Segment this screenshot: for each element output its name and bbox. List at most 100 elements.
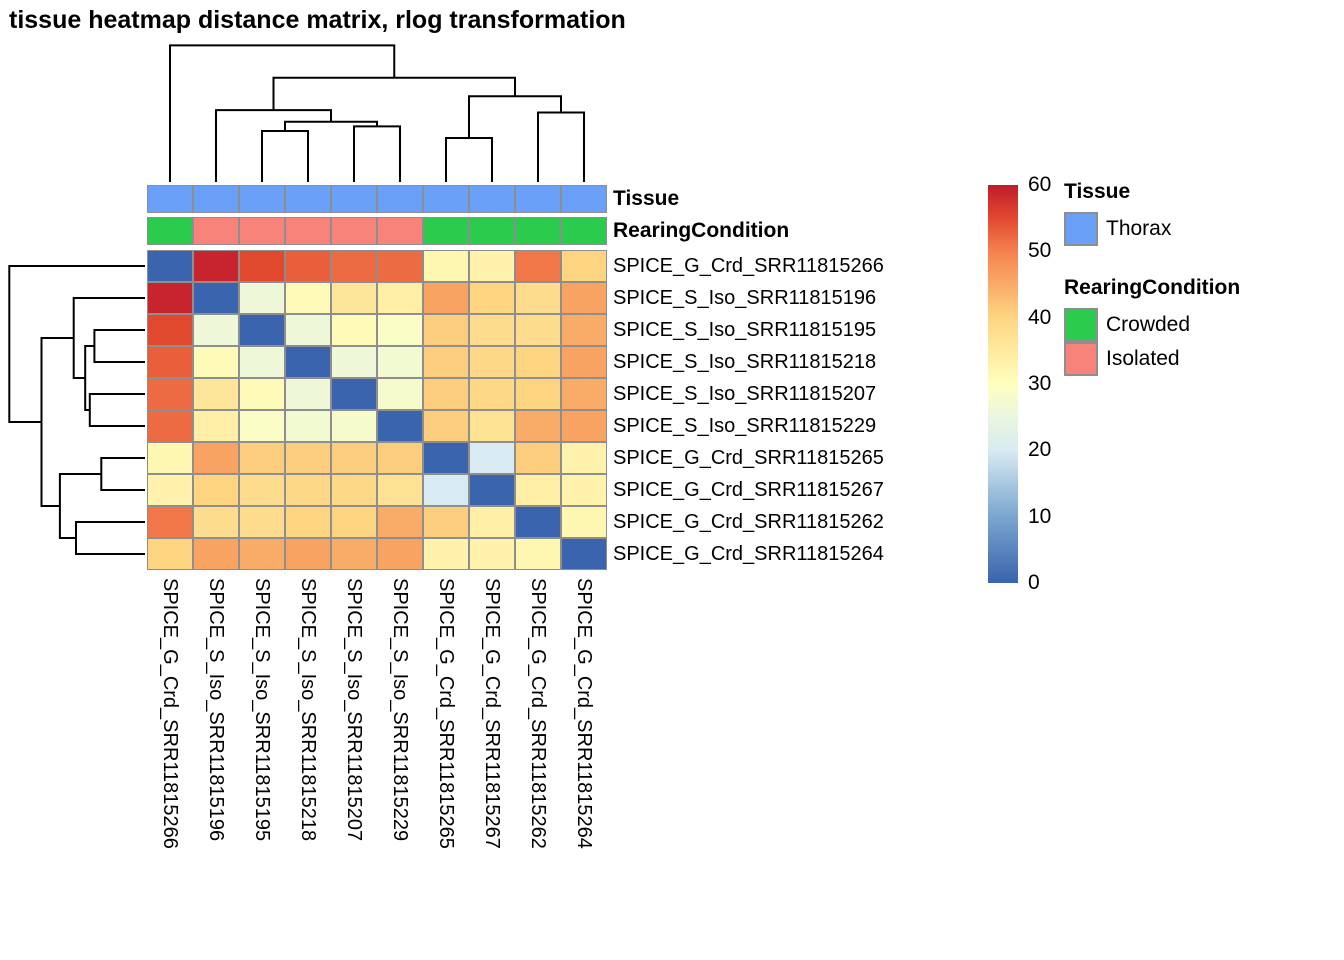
color-scale-tick-label: 50 <box>1028 239 1052 263</box>
heatmap-cell <box>239 282 285 314</box>
heatmap-cell <box>239 378 285 410</box>
heatmap-cell <box>515 314 561 346</box>
heatmap-cell <box>377 442 423 474</box>
heatmap-cell <box>193 410 239 442</box>
heatmap-cell <box>561 442 607 474</box>
heatmap-cell <box>147 250 193 282</box>
column-label: SPICE_S_Iso_SRR11815218 <box>297 578 319 842</box>
heatmap-cell <box>331 282 377 314</box>
heatmap-cell <box>285 410 331 442</box>
heatmap-cell <box>147 314 193 346</box>
heatmap-cell <box>423 474 469 506</box>
heatmap-cell <box>469 474 515 506</box>
row-label: SPICE_S_Iso_SRR11815196 <box>613 287 877 309</box>
color-scale-tick-label: 0 <box>1028 571 1040 594</box>
color-scale-bar <box>988 185 1018 583</box>
heatmap-cell <box>515 442 561 474</box>
heatmap-cell <box>239 410 285 442</box>
column-label: SPICE_G_Crd_SRR11815266 <box>159 578 181 849</box>
heatmap-cell <box>561 410 607 442</box>
heatmap-cell <box>239 314 285 346</box>
heatmap-cell <box>561 282 607 314</box>
heatmap-cell <box>423 346 469 378</box>
column-dendrogram <box>169 44 585 182</box>
heatmap-cell <box>147 506 193 538</box>
color-scale-tick-label: 20 <box>1028 438 1052 462</box>
heatmap-cell <box>469 410 515 442</box>
heatmap-cell <box>469 250 515 282</box>
legend-rearing-condition-title: RearingCondition <box>1064 276 1241 299</box>
row-label: SPICE_G_Crd_SRR11815265 <box>613 447 884 469</box>
rearing-annotation-cell <box>423 217 469 245</box>
heatmap-cell <box>469 378 515 410</box>
heatmap-cell <box>423 442 469 474</box>
heatmap-cell <box>147 442 193 474</box>
heatmap-cell <box>285 314 331 346</box>
legend-rearing-swatch <box>1064 342 1098 376</box>
heatmap-cell <box>423 378 469 410</box>
annotation-row-label: Tissue <box>613 187 680 210</box>
heatmap-cell <box>423 538 469 570</box>
heatmap-cell <box>423 506 469 538</box>
heatmap-cell <box>285 346 331 378</box>
heatmap-cell <box>285 250 331 282</box>
heatmap-cell <box>515 410 561 442</box>
heatmap-cell <box>515 538 561 570</box>
color-scale-tick-label: 60 <box>1028 173 1052 196</box>
heatmap-cell <box>561 314 607 346</box>
heatmap-cell <box>377 474 423 506</box>
heatmap-cell <box>193 474 239 506</box>
rearing-annotation-cell <box>331 217 377 245</box>
heatmap-cell <box>377 314 423 346</box>
heatmap-cell <box>147 378 193 410</box>
rearing-annotation-cell <box>193 217 239 245</box>
heatmap-cell <box>239 538 285 570</box>
heatmap-cell <box>331 506 377 538</box>
rearing-annotation-cell <box>515 217 561 245</box>
heatmap-cell <box>147 474 193 506</box>
heatmap-cell <box>331 442 377 474</box>
heatmap-cell <box>239 346 285 378</box>
heatmap-cell <box>331 314 377 346</box>
tissue-annotation-cell <box>285 185 331 213</box>
column-label: SPICE_S_Iso_SRR11815195 <box>251 578 273 842</box>
heatmap-cell <box>515 474 561 506</box>
heatmap-cell <box>561 346 607 378</box>
column-label: SPICE_S_Iso_SRR11815207 <box>343 578 365 842</box>
heatmap-cell <box>193 314 239 346</box>
tissue-annotation-cell <box>147 185 193 213</box>
heatmap-cell <box>285 442 331 474</box>
color-scale-tick-label: 30 <box>1028 372 1052 395</box>
row-label: SPICE_G_Crd_SRR11815266 <box>613 255 884 277</box>
color-scale-tick-label: 40 <box>1028 305 1052 329</box>
heatmap-cell <box>193 442 239 474</box>
row-label: SPICE_S_Iso_SRR11815218 <box>613 351 877 373</box>
heatmap-cell <box>515 378 561 410</box>
heatmap-cell <box>147 410 193 442</box>
heatmap-cell <box>515 346 561 378</box>
heatmap-cell <box>331 378 377 410</box>
tissue-annotation-cell <box>423 185 469 213</box>
legend-rearing-swatch <box>1064 308 1098 342</box>
chart-title: tissue heatmap distance matrix, rlog tra… <box>9 6 626 34</box>
rearing-annotation-cell <box>147 217 193 245</box>
heatmap-cell <box>561 506 607 538</box>
row-label: SPICE_G_Crd_SRR11815267 <box>613 479 884 501</box>
heatmap-cell <box>423 410 469 442</box>
heatmap-cell <box>193 378 239 410</box>
rearing-annotation-cell <box>285 217 331 245</box>
column-label: SPICE_G_Crd_SRR11815264 <box>573 578 595 849</box>
column-label: SPICE_G_Crd_SRR11815262 <box>527 578 549 849</box>
heatmap-cell <box>423 314 469 346</box>
column-label: SPICE_S_Iso_SRR11815229 <box>389 578 411 842</box>
heatmap-cell <box>331 538 377 570</box>
heatmap-cell <box>331 474 377 506</box>
heatmap-cell <box>285 474 331 506</box>
heatmap-cell <box>193 538 239 570</box>
column-label: SPICE_G_Crd_SRR11815267 <box>481 578 503 849</box>
heatmap-cell <box>193 506 239 538</box>
heatmap-cell <box>285 282 331 314</box>
row-label: SPICE_S_Iso_SRR11815229 <box>613 415 877 437</box>
